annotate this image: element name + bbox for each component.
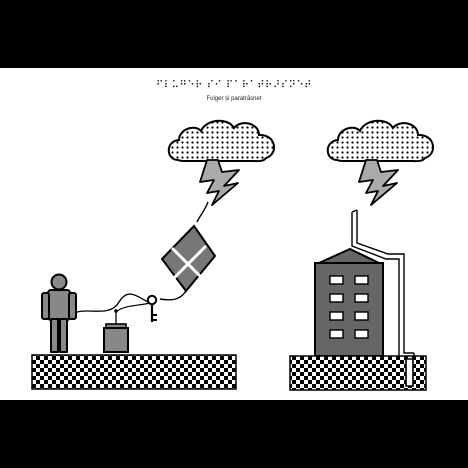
- cloud-icon: [167, 119, 275, 163]
- ground-icon: [31, 354, 237, 390]
- ground-rod: [405, 353, 415, 387]
- lightning-bolt-icon: [358, 159, 399, 206]
- kite-line-upper: [196, 201, 209, 223]
- jar-icon: [103, 323, 129, 353]
- left-scene: [31, 119, 275, 390]
- jar-wire: [115, 302, 151, 313]
- caption: Fulger și paratrăsnet: [206, 96, 262, 102]
- right-scene: [289, 119, 434, 391]
- kite-icon: [160, 224, 217, 293]
- illustration-frame: ⠋⠇⠥⠛⠑⠗ ⠎⠊ ⠏⠁⠗⠁⠞⠗⠜⠎⠝⠑⠞ Fulger și paratrăs…: [0, 68, 468, 400]
- key-icon: [146, 294, 158, 322]
- braille-title: ⠋⠇⠥⠛⠑⠗ ⠎⠊ ⠏⠁⠗⠁⠞⠗⠜⠎⠝⠑⠞: [155, 80, 313, 91]
- illustration: [31, 119, 434, 391]
- cloud-icon: [326, 119, 434, 163]
- ground-icon: [289, 355, 427, 391]
- key-string: [73, 293, 149, 314]
- building-icon: [314, 247, 384, 357]
- lightning-bolt-icon: [199, 159, 240, 206]
- person-icon: [41, 273, 77, 353]
- kite-string: [159, 290, 187, 301]
- jar-rod-knob: [114, 309, 118, 313]
